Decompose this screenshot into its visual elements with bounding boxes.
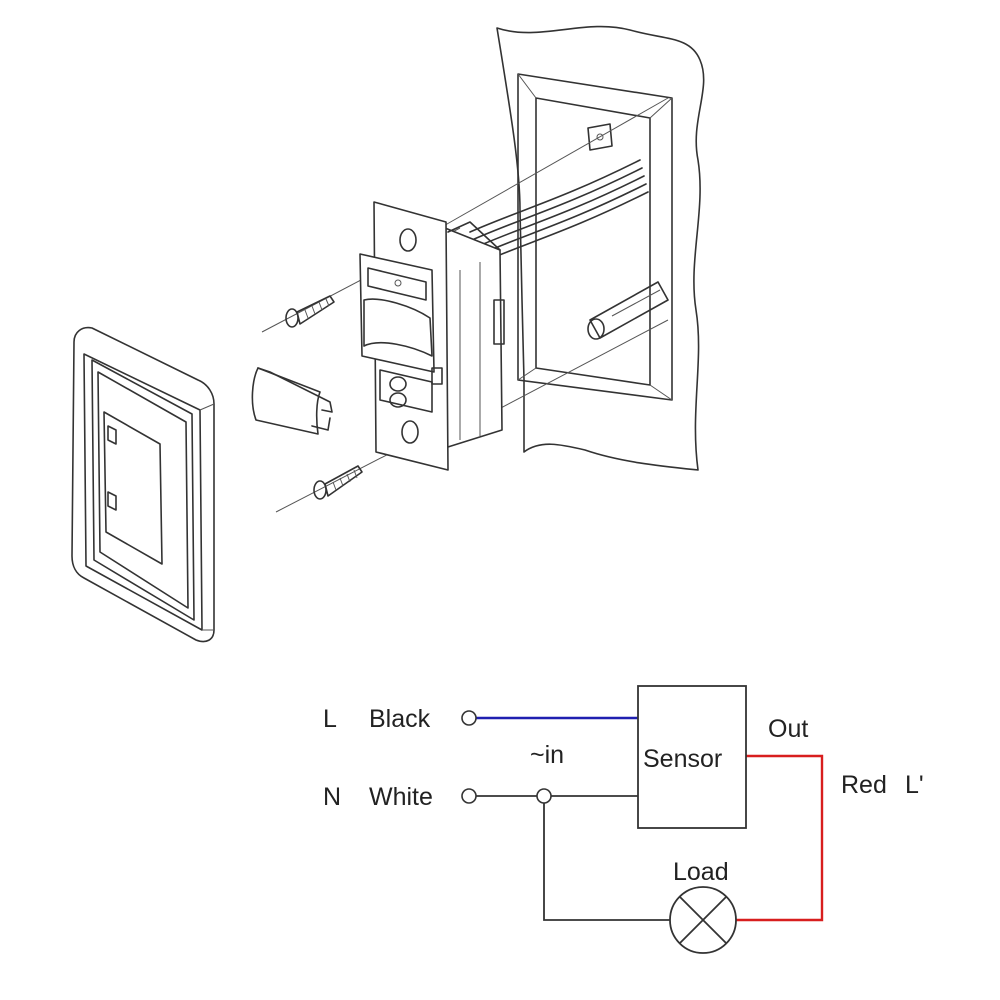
installation-drawing [71,25,705,643]
output-letter-label: L' [905,771,924,799]
red-output-wire [736,754,824,922]
neutral-letter-label: N [323,783,341,811]
electrical-back-box [517,73,673,401]
sensor-label: Sensor [643,745,722,773]
sensor-box [637,685,747,829]
screw-top [285,295,335,328]
line-letter-label: L [323,705,337,733]
adapter-clip [251,367,333,435]
input-junction-icon [536,788,552,804]
wall-cover-plate [71,326,215,643]
load-label: Load [673,858,729,886]
output-label: Out [768,715,808,743]
line-color-label: Black [369,705,431,733]
neutral-color-label: White [369,783,433,811]
lamp-cross-icon [669,886,737,954]
wall-outline [496,25,705,471]
wiring-schematic: L Black N White ~in Sensor Out Red L' Lo… [323,685,924,954]
screw-bottom [313,465,363,500]
sensor-switch-device [359,201,505,471]
input-label: ~in [530,741,564,769]
neutral-wire [476,795,670,921]
line-terminal-icon [461,710,477,726]
output-color-label: Red [841,771,887,799]
neutral-terminal-icon [461,788,477,804]
